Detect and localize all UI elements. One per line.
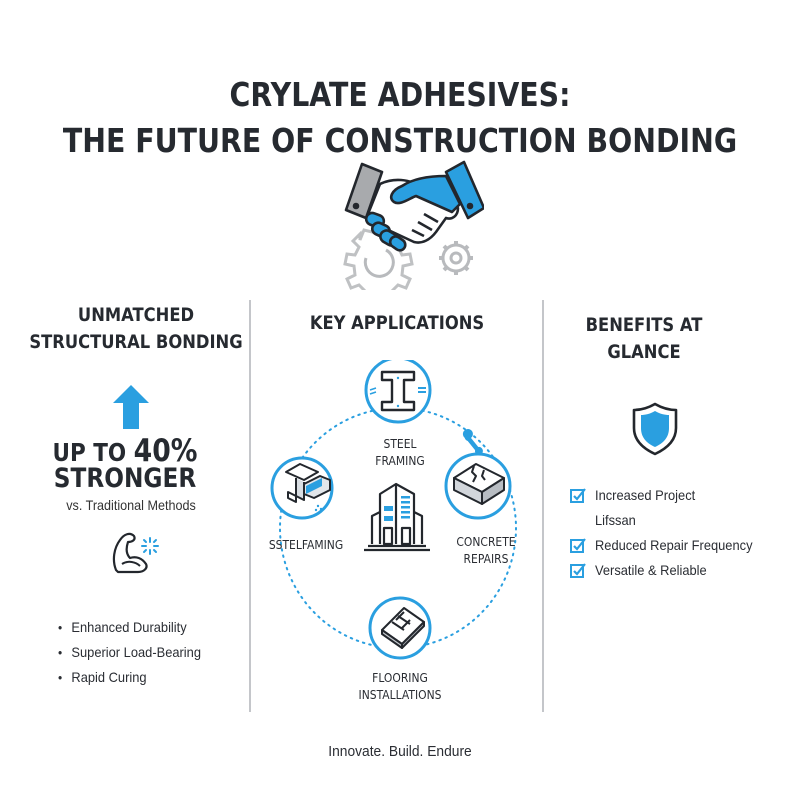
wrench-icon xyxy=(462,428,483,455)
stat-value: 40% xyxy=(133,433,198,469)
stat-headline: UP TO 40% xyxy=(18,433,233,469)
benefits-checklist: Increased Project Lifssan Reduced Repair… xyxy=(570,483,775,583)
label-line: SSTELFAMING xyxy=(268,537,344,552)
app-label-sstelfaming: SSTELFAMING xyxy=(260,536,353,553)
benefit-text: Reduced Repair Frequency xyxy=(595,537,753,553)
app-label-concrete-repairs: CONCRETE REPAIRS xyxy=(443,533,529,567)
stat-prefix: UP TO xyxy=(52,438,134,467)
middle-column-heading: KEY APPLICATIONS xyxy=(309,312,485,334)
list-item: Rapid Curing xyxy=(58,665,201,690)
heading-line: GLANCE xyxy=(607,341,681,363)
page-title: CRYLATE ADHESIVES: THE FUTURE OF CONSTRU… xyxy=(56,72,744,164)
stat-word: STRONGER xyxy=(53,463,197,494)
list-item: Versatile & Reliable xyxy=(570,558,775,583)
label-line: STEEL xyxy=(383,436,417,451)
app-label-flooring-installations: FLOORING INSTALLATIONS xyxy=(348,669,451,703)
heading-line: STRUCTURAL BONDING xyxy=(29,331,243,353)
heading-line: BENEFITS AT xyxy=(585,314,703,336)
strength-bullet-list: Enhanced Durability Superior Load-Bearin… xyxy=(58,615,213,690)
column-divider-right xyxy=(542,300,544,712)
list-item: Enhanced Durability xyxy=(58,615,201,640)
list-item: Increased Project Lifssan xyxy=(570,483,775,533)
label-line: FRAMING xyxy=(375,453,425,468)
applications-orbit-diagram xyxy=(270,360,517,660)
stat-subtitle: vs. Traditional Methods xyxy=(66,497,196,513)
title-line-2: THE FUTURE OF CONSTRUCTION BONDING xyxy=(62,121,738,160)
shield-icon xyxy=(632,402,678,456)
handshake-gears-icon xyxy=(343,160,484,290)
benefit-line: Increased Project xyxy=(595,487,696,503)
heading-line: UNMATCHED xyxy=(77,304,195,326)
label-line: INSTALLATIONS xyxy=(358,687,442,702)
label-line: FLOORING xyxy=(372,670,428,685)
list-item: Reduced Repair Frequency xyxy=(570,533,775,558)
benefit-line: Lifssan xyxy=(595,512,636,528)
benefit-text: Increased Project Lifssan xyxy=(595,483,761,533)
label-line: CONCRETE xyxy=(456,534,516,549)
list-item: Superior Load-Bearing xyxy=(58,640,201,665)
right-column-heading: BENEFITS AT GLANCE xyxy=(558,312,730,366)
left-column-heading: UNMATCHED STRUCTURAL BONDING xyxy=(19,302,253,356)
app-label-steel-framing: STEEL FRAMING xyxy=(357,435,443,469)
checkbox-checked-icon xyxy=(570,538,586,553)
label-line: REPAIRS xyxy=(463,551,509,566)
column-divider-left xyxy=(249,300,251,712)
flexed-bicep-icon xyxy=(112,532,159,574)
checkbox-checked-icon xyxy=(570,563,586,578)
arrow-up-icon xyxy=(113,385,149,429)
checkbox-checked-icon xyxy=(570,488,586,503)
benefit-text: Versatile & Reliable xyxy=(595,562,707,578)
footer-tagline: Innovate. Build. Endure xyxy=(328,743,472,760)
title-line-1: CRYLATE ADHESIVES: xyxy=(229,75,571,114)
